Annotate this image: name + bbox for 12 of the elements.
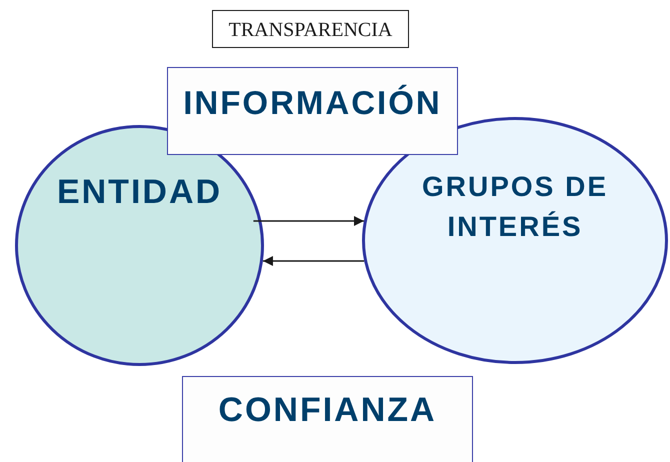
stakeholder-ellipse	[362, 117, 668, 364]
label-box	[182, 376, 473, 462]
entity-circle	[15, 125, 264, 366]
arrow	[262, 256, 364, 266]
node-label: CONFIANZA	[217, 391, 438, 430]
title-box	[212, 10, 409, 48]
node-label: INFORMACIÓN	[182, 84, 443, 122]
label-box	[167, 67, 458, 155]
node-label: ENTIDAD	[56, 173, 224, 212]
node-label: TRANSPARENCIA	[228, 19, 394, 42]
node-label: GRUPOS DE INTERÉS	[420, 170, 610, 244]
arrow	[253, 216, 364, 226]
